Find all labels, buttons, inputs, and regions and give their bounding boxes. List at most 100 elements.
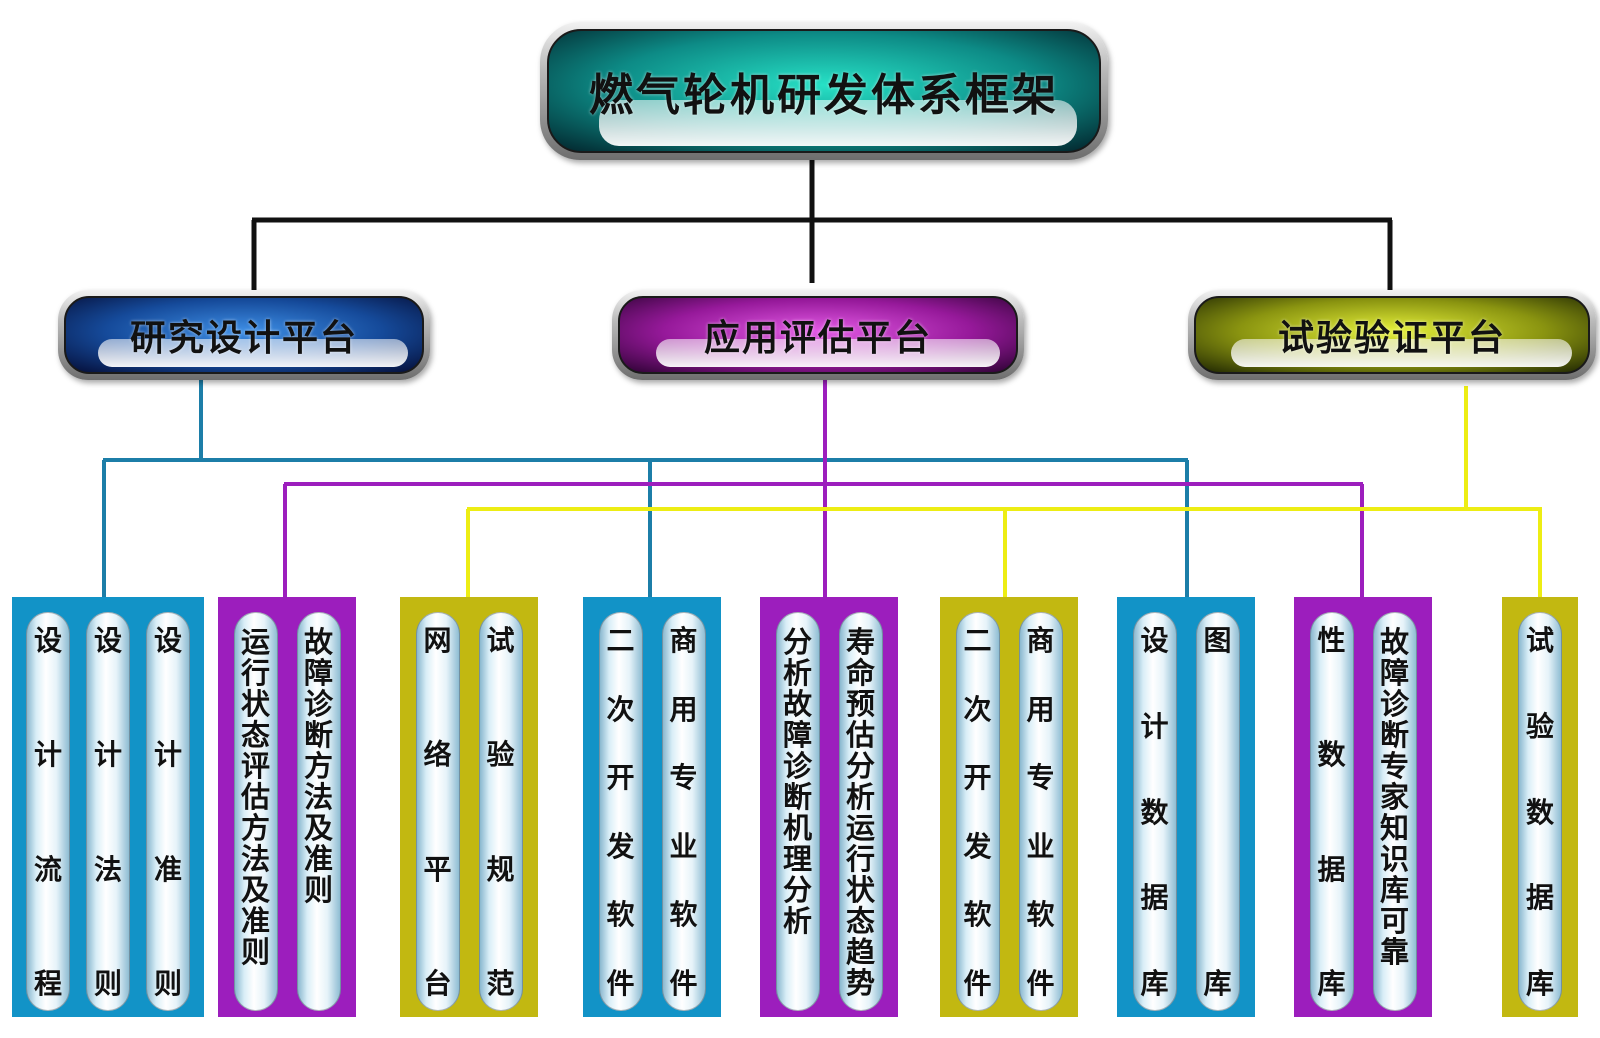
item-column: 设计准则 [146, 612, 190, 1011]
item-char: 台 [423, 966, 452, 1000]
item-char: 态 [240, 718, 270, 752]
item-char: 专 [669, 761, 698, 795]
research-design-platform: 研究设计平台 [58, 290, 430, 380]
item-char: 规 [486, 852, 515, 886]
item-column: 设计法则 [86, 612, 130, 1011]
design-software-group: 二次开发软件商用专业软件 [583, 597, 721, 1017]
item-char: 库 [1203, 967, 1232, 1000]
item-char: 障 [1379, 656, 1409, 690]
item-column: 图库 [1195, 612, 1240, 1011]
test-platform-connector [466, 386, 1542, 598]
item-char: 库 [1317, 966, 1346, 1000]
item-char: 试 [486, 624, 515, 657]
item-char: 方 [303, 749, 333, 783]
test-database-group: 试验数据库 [1502, 597, 1578, 1017]
item-char: 估 [845, 718, 875, 752]
item-char: 及 [240, 873, 270, 907]
item-char: 理 [782, 842, 812, 876]
item-char: 库 [1379, 873, 1409, 907]
design-database-group: 设计数据库图库 [1117, 597, 1255, 1017]
root-connector [251, 158, 1393, 290]
item-char: 断 [1379, 718, 1409, 752]
item-char: 断 [782, 780, 812, 814]
item-char: 法 [93, 852, 122, 886]
item-column: 商用专业软件 [1018, 612, 1063, 1011]
item-char: 据 [1525, 881, 1554, 915]
test-software-group: 二次开发软件商用专业软件 [940, 597, 1078, 1017]
item-char: 件 [963, 966, 992, 1000]
item-char: 行 [845, 842, 875, 876]
item-char: 平 [423, 852, 452, 886]
item-char: 业 [1026, 829, 1055, 863]
item-char: 预 [845, 687, 875, 721]
item-char: 靠 [1379, 935, 1409, 969]
item-char: 试 [1525, 624, 1554, 657]
item-char: 诊 [303, 687, 333, 721]
item-char: 软 [669, 898, 698, 932]
item-char: 次 [606, 692, 635, 726]
design-rules-group: 设计流程设计法则设计准则 [12, 597, 204, 1017]
item-char: 发 [606, 829, 635, 863]
item-char: 数 [1140, 795, 1169, 829]
item-column: 故障诊断方法及准则 [296, 612, 341, 1011]
item-char: 开 [606, 761, 635, 795]
assessment-platform-connector [283, 378, 1364, 598]
item-char: 命 [845, 656, 875, 690]
item-char: 网 [423, 624, 452, 657]
item-char: 库 [1525, 967, 1554, 1000]
item-char: 准 [153, 852, 182, 886]
item-char: 势 [845, 966, 875, 1000]
item-column: 设计数据库 [1132, 612, 1177, 1011]
item-char: 专 [1379, 749, 1409, 783]
item-char: 障 [782, 718, 812, 752]
item-char: 评 [240, 749, 270, 783]
item-char: 知 [1379, 811, 1409, 845]
analysis-software-group: 分析故障诊断机理分析寿命预估分析运行状态趋势 [760, 597, 898, 1017]
item-char: 范 [486, 966, 515, 1000]
item-char: 法 [240, 842, 270, 876]
knowledge-database-group: 性数据库故障诊断专家知识库可靠 [1294, 597, 1432, 1017]
item-char: 法 [303, 780, 333, 814]
item-char: 状 [845, 873, 875, 907]
item-column: 运行状态评估方法及准则 [233, 612, 278, 1011]
item-char: 方 [240, 811, 270, 845]
test-specs-group: 网络平台试验规范 [400, 597, 538, 1017]
item-char: 库 [1140, 967, 1169, 1000]
item-char: 识 [1379, 842, 1409, 876]
item-char: 态 [845, 904, 875, 938]
item-column: 设计流程 [26, 612, 70, 1011]
test-verification-platform: 试验验证平台 [1188, 290, 1596, 380]
item-char: 软 [606, 898, 635, 932]
item-char: 程 [33, 966, 62, 1000]
assessment-methods-group: 运行状态评估方法及准则故障诊断方法及准则 [218, 597, 356, 1017]
item-char: 验 [1525, 709, 1554, 743]
item-char: 估 [240, 780, 270, 814]
item-char: 二 [606, 624, 635, 657]
item-char: 商 [1026, 624, 1055, 657]
item-char: 家 [1379, 780, 1409, 814]
item-char: 故 [782, 687, 812, 721]
item-char: 计 [33, 738, 62, 772]
item-char: 则 [93, 966, 122, 1000]
item-char: 软 [963, 898, 992, 932]
item-char: 可 [1379, 904, 1409, 938]
item-column: 故障诊断专家知识库可靠 [1372, 612, 1417, 1011]
item-column: 分析故障诊断机理分析 [775, 612, 820, 1011]
item-char: 则 [303, 873, 333, 907]
item-char: 件 [606, 966, 635, 1000]
item-char: 用 [1026, 692, 1055, 726]
item-char: 设 [1140, 624, 1169, 657]
item-char: 商 [669, 624, 698, 657]
item-char: 运 [845, 811, 875, 845]
item-char: 数 [1525, 795, 1554, 829]
item-char: 业 [669, 829, 698, 863]
item-char: 析 [845, 780, 875, 814]
item-char: 行 [240, 656, 270, 690]
item-char: 据 [1317, 852, 1346, 886]
item-column: 试验数据库 [1518, 612, 1562, 1011]
research-platform-connector [102, 378, 1189, 598]
item-char: 计 [153, 738, 182, 772]
item-column: 二次开发软件 [955, 612, 1000, 1011]
item-char: 件 [669, 966, 698, 1000]
item-char: 软 [1026, 898, 1055, 932]
